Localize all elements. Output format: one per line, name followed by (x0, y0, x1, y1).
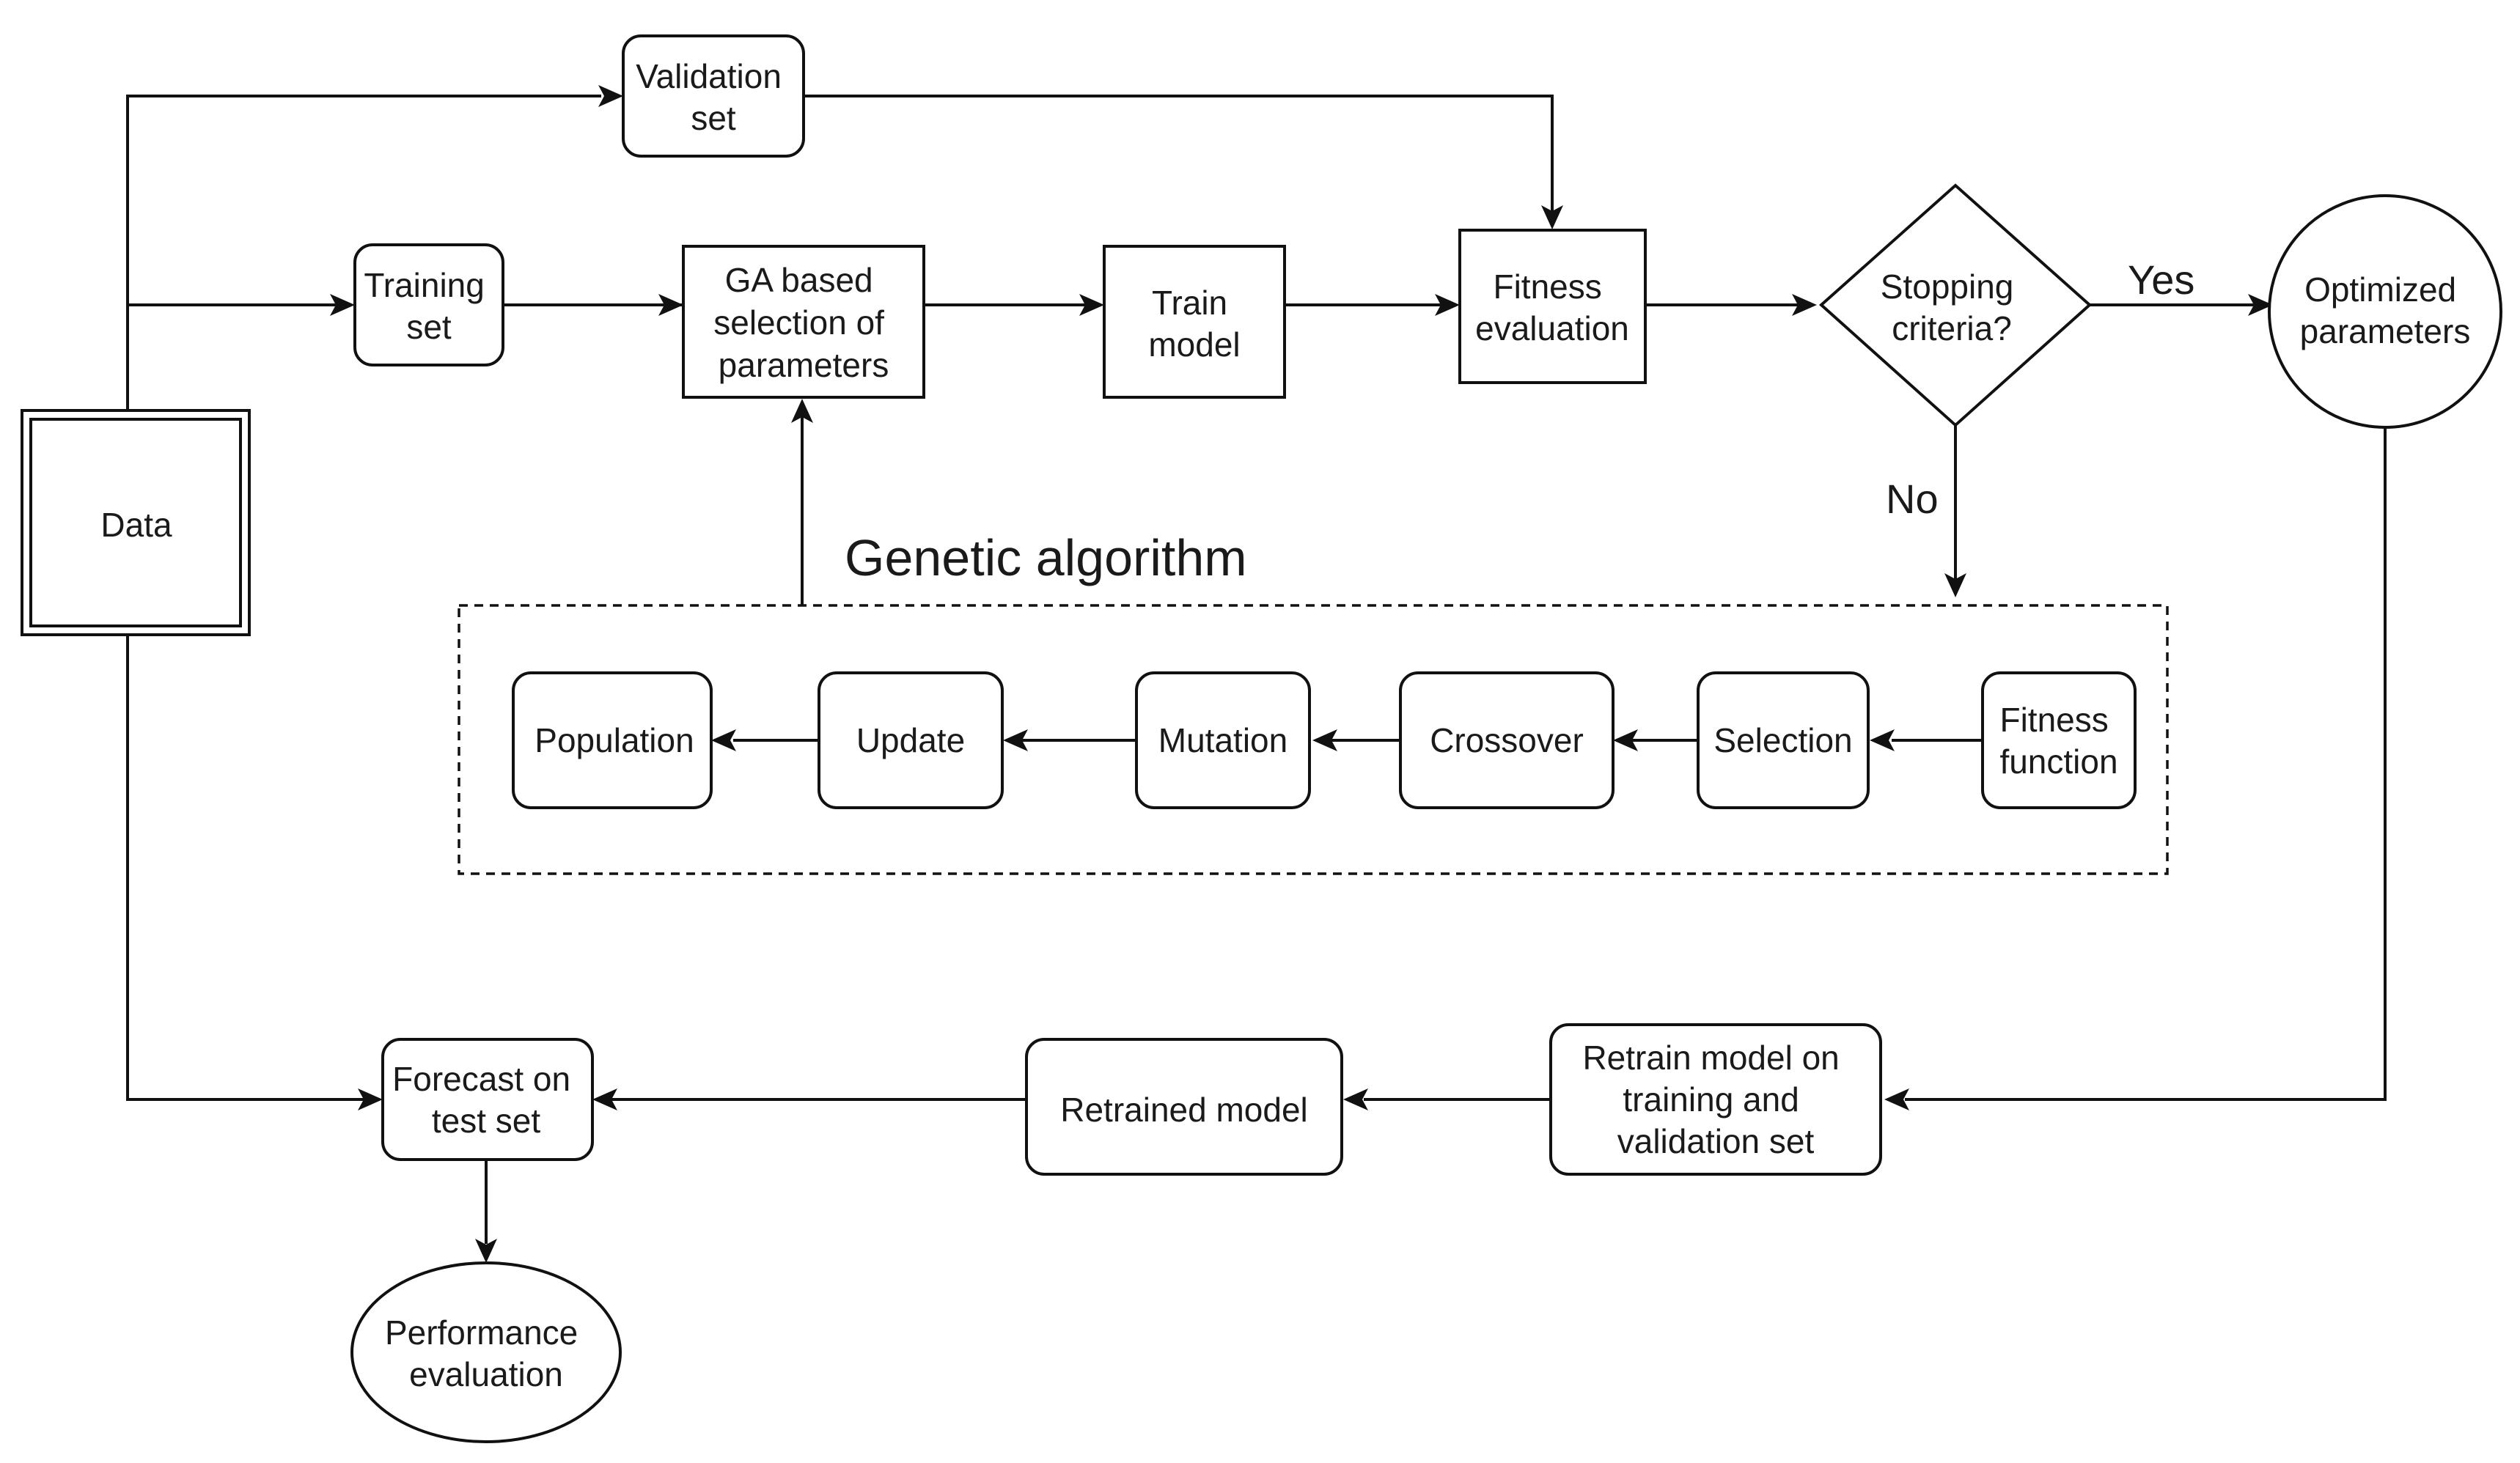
arrowhead-performance (475, 1239, 497, 1263)
node-retrain-model: Retrain model on training and validation… (1549, 1023, 1882, 1176)
node-mutation-label: Mutation (1158, 721, 1287, 759)
node-crossover-label: Crossover (1430, 721, 1584, 759)
node-data: Data (21, 409, 251, 636)
arrowhead-retrained (1343, 1088, 1368, 1110)
arrowhead-forecast-right (592, 1088, 617, 1110)
node-selection: Selection (1697, 671, 1870, 809)
node-train-model: Train model (1103, 245, 1286, 399)
node-update: Update (818, 671, 1004, 809)
node-retrained-model: Retrained model (1025, 1038, 1343, 1176)
node-forecast-label: Forecast on test set (392, 1060, 580, 1140)
edge-label-yes: Yes (2128, 257, 2194, 303)
node-forecast: Forecast on test set (381, 1038, 594, 1161)
arrowhead-crossover (1613, 729, 1638, 751)
arrowhead-training (330, 294, 355, 316)
node-training-set: Training set (353, 243, 504, 366)
node-fitness-evaluation-label: Fitness evaluation (1475, 268, 1629, 347)
node-population: Population (512, 671, 713, 809)
arrowhead-fitness-top (1541, 205, 1563, 229)
node-mutation: Mutation (1135, 671, 1311, 809)
edges (126, 95, 2387, 1244)
node-validation-set: Validation set (622, 34, 805, 158)
arrowhead-fitness-left (1435, 294, 1460, 316)
node-optimized-parameters: Optimized parameters (2268, 194, 2502, 429)
node-validation-set-label: Validation set (636, 57, 790, 137)
node-ga-selection: GA based selection of parameters (682, 245, 925, 399)
arrowhead-forecast-left (358, 1088, 383, 1110)
edge-validation-to-fitness (804, 95, 1554, 213)
node-stopping-criteria: Stopping criteria? (1818, 183, 2093, 427)
node-crossover: Crossover (1399, 671, 1615, 809)
node-performance-evaluation: Performance evaluation (350, 1261, 622, 1443)
arrowhead-validation (598, 85, 623, 107)
edge-label-no: No (1886, 476, 1939, 522)
node-ga-selection-label: GA based selection of parameters (713, 261, 893, 384)
node-training-set-label: Training set (364, 266, 493, 346)
node-population-label: Population (535, 721, 694, 759)
arrowhead-mutation (1312, 729, 1337, 751)
arrowhead-train (1079, 294, 1104, 316)
arrowhead-retrain (1884, 1088, 1909, 1110)
node-train-model-label: Train model (1148, 284, 1240, 364)
node-update-label: Update (856, 721, 965, 759)
node-retrain-model-label: Retrain model on training and validation… (1582, 1039, 1848, 1160)
arrowhead-ga-selection-up (791, 399, 813, 423)
node-optimized-parameters-label: Optimized parameters (2300, 270, 2471, 350)
genetic-algorithm-title: Genetic algorithm (845, 529, 1247, 586)
edge-data-to-forecast (126, 635, 364, 1101)
node-fitness-function: Fitness function (1981, 671, 2137, 809)
arrowhead-update (1003, 729, 1028, 751)
arrowheads (330, 85, 2273, 1263)
arrowhead-optimized (2248, 294, 2273, 316)
arrowhead-stopping (1792, 294, 1817, 316)
genetic-algorithm-frame (458, 604, 2169, 875)
arrowhead-no (1944, 573, 1966, 597)
node-performance-evaluation-label: Performance evaluation (385, 1313, 587, 1393)
node-data-label: Data (100, 506, 172, 544)
arrowhead-population (711, 729, 736, 751)
node-retrained-model-label: Retrained model (1060, 1091, 1308, 1129)
node-selection-label: Selection (1713, 721, 1852, 759)
arrowhead-ga-selection (658, 294, 683, 316)
edge-optimized-to-retrain (1905, 427, 2387, 1101)
node-stopping-criteria-label: Stopping criteria? (1881, 268, 2023, 347)
node-fitness-evaluation: Fitness evaluation (1458, 229, 1647, 384)
arrowhead-selection (1870, 729, 1895, 751)
node-fitness-function-label: Fitness function (1999, 701, 2117, 781)
